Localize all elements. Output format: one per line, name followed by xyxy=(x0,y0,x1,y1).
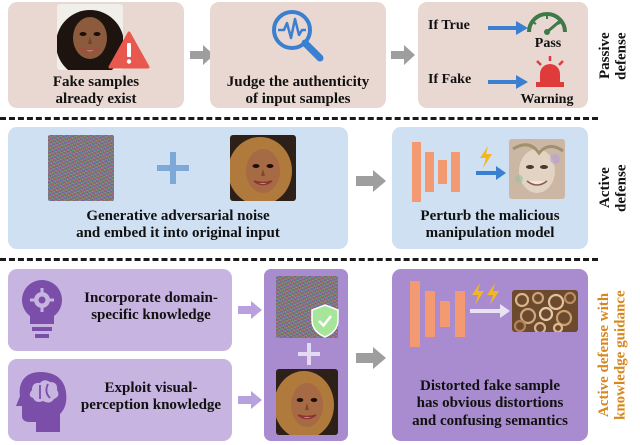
head-brain-icon xyxy=(14,368,70,439)
flow-arrow xyxy=(190,45,214,70)
perturbed-face-image xyxy=(509,139,565,199)
generator-network-icon xyxy=(408,279,474,354)
if-fake-label: If Fake xyxy=(428,72,472,87)
speedometer-icon xyxy=(525,6,569,36)
purple-arrow xyxy=(238,391,262,414)
shield-check-icon xyxy=(310,304,340,343)
section-divider xyxy=(0,117,598,120)
real-face-image xyxy=(57,4,123,70)
plus-icon xyxy=(298,343,320,370)
visual-knowledge-caption: Exploit visual-perception knowledge xyxy=(80,380,222,414)
adversarial-noise-image xyxy=(48,135,114,201)
blue-arrow xyxy=(476,166,506,185)
plus-icon xyxy=(157,152,189,189)
lightning-icon xyxy=(470,283,500,310)
flow-arrow xyxy=(356,347,386,374)
original-face-image xyxy=(230,135,296,201)
blue-arrow xyxy=(488,75,528,94)
section-divider xyxy=(0,258,598,261)
lightbulb-gear-icon xyxy=(14,276,70,347)
alarm-light-icon xyxy=(532,56,568,88)
blue-arrow xyxy=(488,21,528,40)
domain-knowledge-caption: Incorporate domain-specific knowledge xyxy=(84,290,218,324)
lightning-icon xyxy=(478,146,494,173)
pass-label: Pass xyxy=(534,36,562,51)
magnifier-waveform-icon xyxy=(268,6,326,64)
flow-arrow xyxy=(356,170,386,197)
purple-arrow xyxy=(238,301,262,324)
if-true-label: If True xyxy=(428,18,470,33)
judge-box xyxy=(210,2,386,108)
generator-network-icon xyxy=(410,140,470,209)
distorted-face-image xyxy=(512,290,578,332)
warning-icon xyxy=(108,30,150,70)
flow-arrow xyxy=(391,45,415,70)
guided-original-face-image xyxy=(276,369,338,435)
warning-label: Warning xyxy=(520,92,574,107)
gray-arrow-small xyxy=(470,304,510,323)
